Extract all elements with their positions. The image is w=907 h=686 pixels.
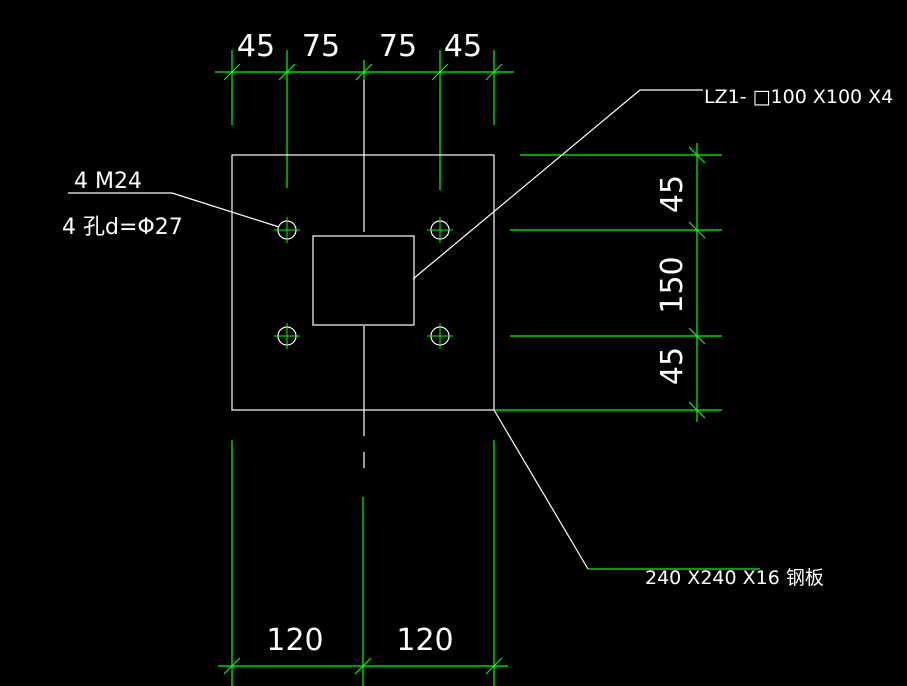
- bottom-tick-2: [354, 657, 372, 675]
- column-spec-label: LZ1- □100 X100 X4: [704, 86, 893, 108]
- top-tick-3: [355, 63, 373, 81]
- top-dim-text-3: 75: [379, 29, 417, 64]
- bolt-hole: [274, 217, 300, 243]
- column-leader: [412, 89, 641, 280]
- bottom-tick-3: [485, 657, 503, 675]
- top-dim-text-4: 45: [444, 29, 482, 64]
- dimension-lines: [215, 50, 760, 686]
- bottom-tick-1: [223, 657, 241, 675]
- bottom-dim-text-1: 120: [266, 623, 323, 658]
- base-plate-outline: [231, 154, 495, 411]
- bolt-hole: [427, 323, 453, 349]
- top-tick-2: [278, 63, 296, 81]
- right-dim-text-1: 45: [655, 175, 690, 213]
- right-tick-2: [688, 221, 706, 239]
- top-tick-1: [223, 63, 241, 81]
- bolt-count-label: 4 M24: [74, 169, 142, 194]
- right-dim-text-3: 45: [655, 347, 690, 385]
- bolt-hole: [274, 323, 300, 349]
- column-section: [312, 235, 415, 326]
- bolt-leader: [171, 192, 280, 228]
- right-tick-1: [688, 146, 706, 164]
- hole-spec-label: 4 孔d=Φ27: [62, 215, 183, 240]
- object-lines: [68, 80, 703, 570]
- bolt-holes: [274, 217, 453, 349]
- bolt-hole: [427, 217, 453, 243]
- right-tick-3: [688, 327, 706, 345]
- right-dim-text-2: 150: [655, 256, 690, 313]
- bottom-dim-text-2: 120: [396, 623, 453, 658]
- plate-spec-label: 240 X240 X16 钢板: [645, 567, 824, 589]
- top-tick-4: [431, 63, 449, 81]
- top-dim-text-2: 75: [302, 29, 340, 64]
- plate-leader: [493, 409, 589, 570]
- top-tick-5: [485, 63, 503, 81]
- top-dim-text-1: 45: [237, 29, 275, 64]
- right-tick-4: [688, 401, 706, 419]
